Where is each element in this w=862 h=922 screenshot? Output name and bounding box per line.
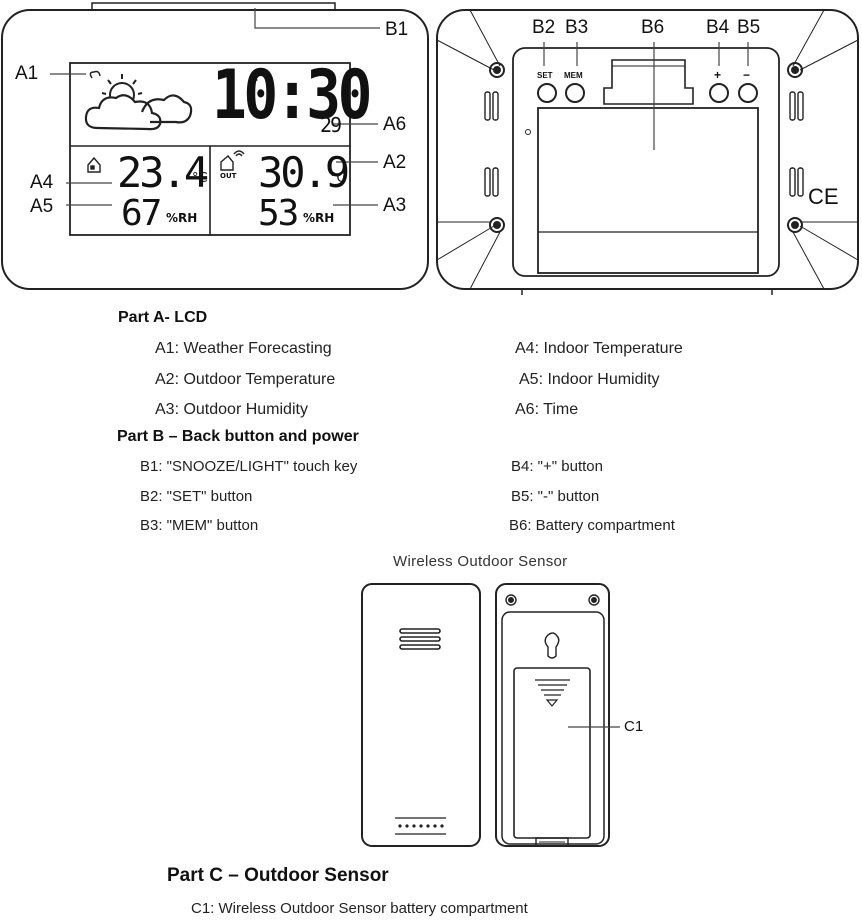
part-a-heading: Part A- LCD — [118, 309, 208, 326]
legend-b5: B5: "-" button — [511, 488, 600, 505]
back-unit — [436, 9, 859, 295]
callout-b2: B2 — [532, 17, 556, 38]
battery-door-grip — [535, 679, 570, 707]
indoor-house-icon — [87, 156, 101, 173]
sensor-back — [495, 583, 610, 847]
mem-button — [565, 83, 585, 103]
set-button-label: SET — [537, 71, 553, 80]
callout-b6: B6 — [641, 17, 665, 38]
legend-b6: B6: Battery compartment — [509, 517, 675, 534]
minus-button — [738, 83, 758, 103]
back-housing — [436, 9, 859, 290]
sensor-battery-door — [513, 667, 591, 839]
lcd-indoor-temperature: 23.4 — [117, 148, 209, 197]
callout-a5: A5 — [30, 196, 54, 217]
front-unit — [1, 2, 429, 290]
minus-button-label: − — [743, 68, 751, 82]
legend-a5: A5: Indoor Humidity — [519, 371, 660, 388]
screw-icon — [787, 217, 803, 233]
legend-b3: B3: "MEM" button — [140, 517, 259, 534]
lcd-indoor-humidity-unit: %RH — [166, 211, 198, 225]
vent-slots-right — [789, 91, 804, 197]
callout-b4: B4 — [706, 17, 730, 38]
lcd-outdoor-temp-unit: °C — [330, 171, 346, 186]
sensor-front — [361, 583, 481, 847]
part-b-heading: Part B – Back button and power — [117, 428, 359, 445]
legend-c1: C1: Wireless Outdoor Sensor battery comp… — [191, 900, 528, 917]
set-button — [537, 83, 557, 103]
screw-icon — [489, 62, 505, 78]
legend-b2: B2: "SET" button — [140, 488, 253, 505]
lcd-outdoor-temperature: 30.9 — [258, 148, 350, 197]
back-plate — [512, 47, 780, 277]
legend-a6: A6: Time — [515, 401, 579, 418]
lcd-out-tag: OUT — [220, 172, 237, 180]
callout-a6: A6 — [383, 114, 407, 135]
weather-forecast-icon — [84, 70, 193, 131]
small-cloud-icon — [89, 70, 101, 79]
wall-mount-hole-icon — [544, 632, 560, 659]
screw-icon — [787, 62, 803, 78]
lcd-outdoor-humidity-unit: %RH — [303, 211, 335, 225]
alarm-icon — [253, 77, 258, 83]
mem-button-label: MEM — [564, 71, 583, 80]
callout-a1: A1 — [15, 63, 39, 84]
sensor-dots — [398, 824, 444, 828]
front-housing — [1, 9, 429, 290]
legend-b4: B4: "+" button — [511, 458, 603, 475]
cloud-icon-small — [140, 94, 193, 124]
legend-a2: A2: Outdoor Temperature — [155, 371, 336, 388]
callout-c1: C1 — [624, 718, 644, 735]
plus-button-label: + — [714, 68, 722, 82]
ce-mark: CE — [808, 184, 839, 209]
sensor-grille-bottom — [395, 817, 446, 835]
battery-compartment — [537, 107, 759, 274]
sensor-front-housing — [361, 583, 481, 847]
sensor-grille-top — [399, 628, 441, 650]
lcd-indoor-temp-unit: °C — [192, 171, 208, 186]
lcd-indoor-humidity: 67 — [121, 193, 162, 234]
sensor-title: Wireless Outdoor Sensor — [393, 553, 568, 570]
part-c-heading: Part C – Outdoor Sensor — [167, 865, 389, 886]
legend-a3: A3: Outdoor Humidity — [155, 401, 308, 418]
callout-b1: B1 — [385, 19, 409, 40]
plus-button — [709, 83, 729, 103]
sensor-back-housing — [495, 583, 610, 847]
legend-b1: B1: "SNOOZE/LIGHT" touch key — [140, 458, 358, 475]
lcd-outdoor-humidity: 53 — [258, 193, 299, 234]
outdoor-signal-icon — [220, 150, 245, 171]
legend-a4: A4: Indoor Temperature — [515, 340, 683, 357]
snooze-light-touch-bar — [91, 2, 336, 10]
back-panel-lines — [436, 9, 859, 290]
screw-icon — [489, 217, 505, 233]
callout-a2: A2 — [383, 152, 407, 173]
callout-a3: A3 — [383, 195, 407, 216]
callout-a4: A4 — [30, 172, 54, 193]
battery-latch — [603, 59, 694, 105]
callout-b5: B5 — [737, 17, 761, 38]
callout-lines — [50, 8, 749, 728]
cloud-icon — [84, 94, 162, 131]
legend-a1: A1: Weather Forecasting — [155, 340, 332, 357]
callout-b3: B3 — [565, 17, 589, 38]
lcd-time: 10:30 — [212, 56, 372, 135]
vent-slots-left — [484, 91, 499, 197]
lcd-seconds: 29 — [320, 113, 342, 137]
